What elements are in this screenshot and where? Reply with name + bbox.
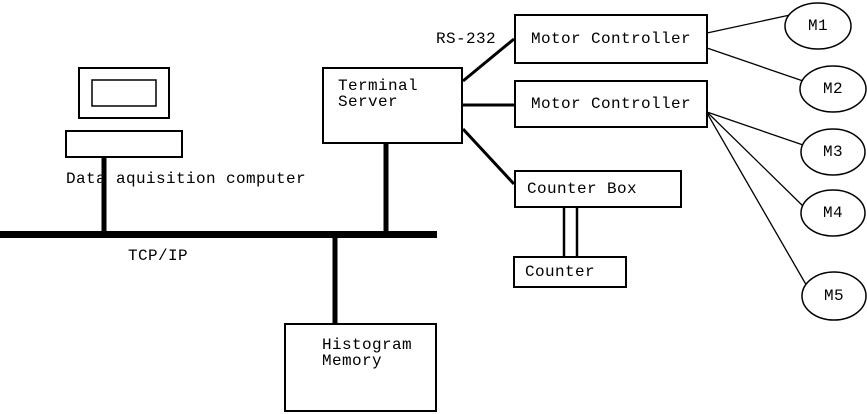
counter-box-node: Counter Box bbox=[514, 170, 682, 208]
motor-m3-ellipse bbox=[800, 128, 866, 176]
motor-controller-2-node: Motor Controller bbox=[514, 80, 708, 128]
motor-m4-ellipse bbox=[800, 189, 866, 237]
counter-node: Counter bbox=[513, 256, 627, 288]
motor-controller-1-node: Motor Controller bbox=[514, 14, 708, 64]
motor-m1-ellipse bbox=[784, 2, 852, 50]
motor-controller-1-m2-line bbox=[706, 47, 807, 83]
rs232-link-motor-controller-1-line bbox=[462, 37, 515, 83]
motor-controller-2-m3-line bbox=[706, 111, 807, 147]
data-aquisition-computer-label: Data aquisition computer bbox=[66, 170, 307, 188]
motor-m5-label: M5 bbox=[823, 287, 845, 305]
rs232-link-counter-box-line bbox=[461, 127, 516, 186]
terminal-server-node: Terminal Server bbox=[322, 67, 463, 144]
rs232-label: RS-232 bbox=[436, 30, 497, 48]
desktop-computer-icon bbox=[65, 67, 183, 158]
motor-m5-ellipse bbox=[801, 271, 867, 321]
motor-m2-label: M2 bbox=[822, 80, 844, 98]
histogram-memory-node: Histogram Memory bbox=[284, 323, 437, 412]
motor-controller-2-m5-line bbox=[706, 112, 809, 289]
motor-m3-label: M3 bbox=[822, 143, 844, 161]
motor-controller-1-m1-line bbox=[706, 14, 791, 34]
motor-m1-label: M1 bbox=[807, 17, 829, 35]
computer-keyboard-icon bbox=[65, 130, 183, 158]
motor-m4-label: M4 bbox=[822, 204, 844, 222]
computer-screen-icon bbox=[91, 79, 157, 107]
motor-controller-2-m4-line bbox=[706, 111, 808, 211]
motor-m2-ellipse bbox=[799, 65, 867, 113]
tcp-ip-label: TCP/IP bbox=[128, 247, 189, 265]
